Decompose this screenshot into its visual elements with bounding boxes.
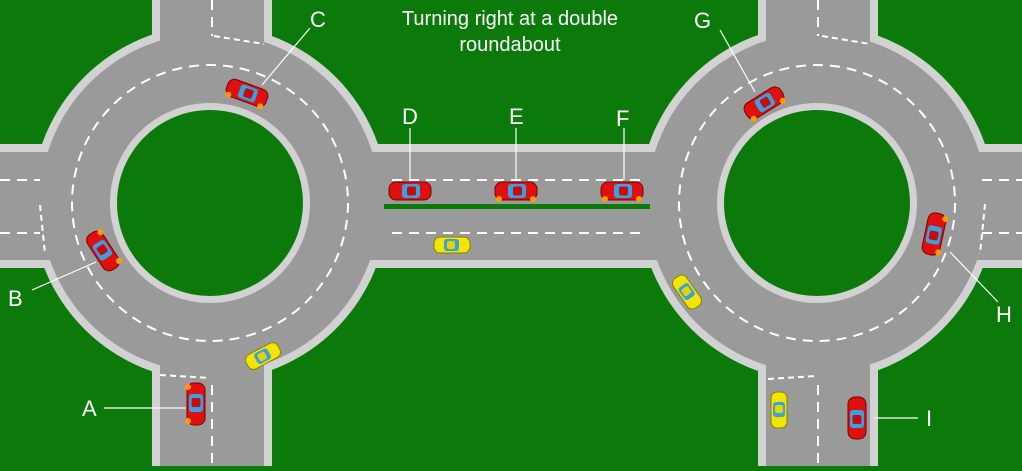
label-F: F xyxy=(616,106,630,131)
label-C: C xyxy=(310,7,326,32)
yellow-car-bottom-road xyxy=(770,391,788,429)
label-E: E xyxy=(509,104,524,129)
indicator-icon xyxy=(779,97,786,104)
indicator-icon xyxy=(750,115,757,122)
title-line-1: Turning right at a double xyxy=(401,8,619,30)
indicator-icon xyxy=(636,196,642,202)
label-B: B xyxy=(8,286,23,311)
left-island xyxy=(117,110,303,296)
red-car-G xyxy=(740,83,788,123)
red-car-D xyxy=(388,181,432,201)
label-leader-lines xyxy=(31,27,999,419)
indicator-icon xyxy=(942,216,949,223)
red-car-A xyxy=(185,382,206,426)
label-I: I xyxy=(926,406,933,431)
red-car-F xyxy=(600,181,644,202)
red-car-H xyxy=(920,211,949,257)
yellow-car-link-road xyxy=(433,236,471,254)
indicator-icon xyxy=(185,384,191,390)
title-line-2: roundabout xyxy=(459,34,561,56)
indicator-icon xyxy=(496,196,502,202)
indicator-icon xyxy=(115,257,122,264)
label-D: D xyxy=(402,104,418,129)
indicator-icon xyxy=(602,196,608,202)
label-G: G xyxy=(694,8,712,33)
label-H: H xyxy=(996,302,1012,327)
link-road-divider xyxy=(384,204,650,209)
red-car-C xyxy=(223,76,271,110)
diagram-title: Turning right at a double roundabout xyxy=(300,6,720,58)
indicator-icon xyxy=(530,196,536,202)
indicator-icon xyxy=(935,249,942,256)
red-car-I xyxy=(847,396,867,440)
indicator-icon xyxy=(257,103,264,110)
red-car-E xyxy=(494,181,538,202)
right-island xyxy=(724,110,910,296)
indicator-icon xyxy=(225,91,232,98)
indicator-icon xyxy=(185,418,191,424)
label-A: A xyxy=(82,396,97,421)
indicator-icon xyxy=(97,229,104,236)
red-car-B xyxy=(83,227,123,275)
